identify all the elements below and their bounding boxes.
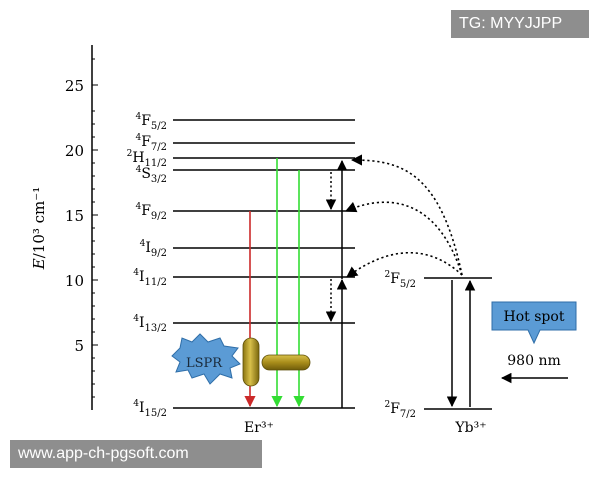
level-label-2F5-2: 2F5/2 xyxy=(384,270,416,290)
gold-nanorod-vertical xyxy=(242,337,260,387)
lspr-burst-icon: LSPR xyxy=(171,333,241,385)
energy-transfer-arrow xyxy=(344,201,463,276)
er-ion-label: Er³⁺ xyxy=(244,420,274,436)
watermark-bottom: www.app-ch-pgsoft.com xyxy=(10,440,262,468)
yb-ion-label: Yb³⁺ xyxy=(454,420,486,436)
y-tick-label: 15 xyxy=(65,207,84,225)
er-level-lines xyxy=(173,119,355,409)
level-label-4I11-2: 4I11/2 xyxy=(133,268,167,288)
level-label-4S3-2: 4S3/2 xyxy=(136,165,167,185)
hot-spot-label: Hot spot xyxy=(504,309,565,325)
level-label-2H11-2: 2H11/2 xyxy=(127,149,167,169)
hot-spot-callout: Hot spot xyxy=(491,301,577,345)
y-tick-label: 5 xyxy=(74,337,84,355)
y-tick-label: 20 xyxy=(65,142,84,160)
level-label-4F7-2: 4F7/2 xyxy=(135,133,167,153)
level-label-4I15-2: 4I15/2 xyxy=(133,399,167,419)
level-label-4F5-2: 4F5/2 xyxy=(135,112,167,132)
gold-nanorod-horizontal xyxy=(261,354,311,371)
y-axis-label: E/10³ cm⁻¹ xyxy=(30,187,48,270)
y-axis-ticks xyxy=(92,58,98,398)
level-label-4F9-2: 4F9/2 xyxy=(135,202,167,222)
level-label-2F7-2: 2F7/2 xyxy=(384,400,416,420)
excitation-wavelength-label: 980 nm xyxy=(507,353,560,369)
y-tick-label: 10 xyxy=(65,272,84,290)
lspr-label: LSPR xyxy=(186,356,223,371)
y-tick-label: 25 xyxy=(65,77,84,95)
level-label-4I13-2: 4I13/2 xyxy=(133,314,167,334)
energy-transfer-arrow xyxy=(346,251,463,278)
level-label-4I9-2: 4I9/2 xyxy=(140,239,167,259)
energy-transfer-arrow xyxy=(350,154,463,276)
watermark-top: TG: MYYJJPP xyxy=(451,10,589,38)
